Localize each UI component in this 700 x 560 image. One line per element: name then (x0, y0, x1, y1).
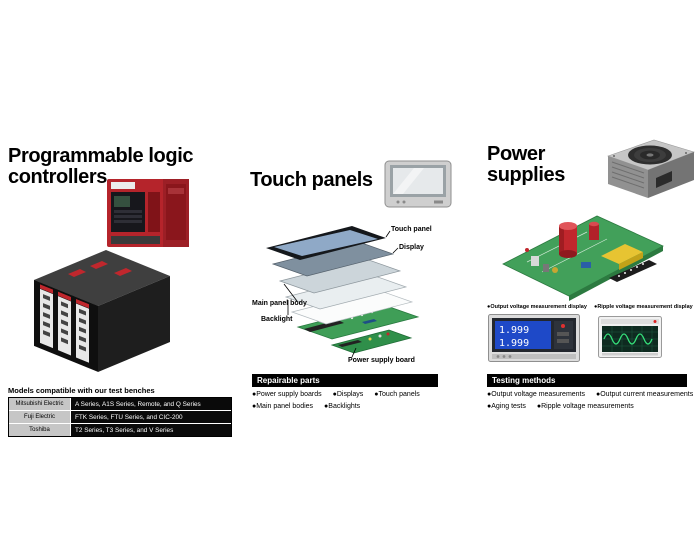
power-supply-photo (604, 136, 696, 202)
touch-title: Touch panels (250, 169, 373, 191)
touch-exploded-layers-illustration (266, 226, 420, 358)
series-cell: T2 Series, T3 Series, and V Series (71, 424, 231, 436)
plc-isometric-illustration (34, 250, 170, 372)
series-cell: FTK Series, FTU Series, and CIC-200 (71, 411, 231, 423)
touch-panel-device-illustration (384, 160, 452, 208)
power-title: Power supplies (487, 143, 565, 186)
oscilloscope-illustration (598, 316, 662, 358)
vendor-cell: Mitsubishi Electric (9, 398, 71, 410)
meter-reading-1: 1.999 (499, 325, 529, 336)
testing-item: ●Aging tests (487, 403, 526, 410)
plc-compat-table: Mitsubishi Electric A Series, A1S Series… (8, 397, 232, 437)
repairable-item: ●Backlights (324, 403, 361, 410)
label-touch-panel: Touch panel (391, 226, 432, 233)
testing-methods-row1: ●Output voltage measurements ●Output cur… (487, 391, 693, 398)
table-row: Toshiba T2 Series, T3 Series, and V Seri… (9, 424, 231, 436)
output-voltage-display-image: 1.999 1.999 (488, 314, 580, 362)
vendor-cell: Toshiba (9, 424, 71, 436)
label-backlight: Backlight (261, 316, 293, 323)
voltage-meter-illustration: 1.999 1.999 (488, 314, 580, 362)
plc-controller-illustration (107, 179, 189, 247)
plc-title: Programmable logic controllers (8, 145, 194, 188)
testing-methods-header: Testing methods (487, 374, 687, 387)
label-main-panel-body: Main panel body (252, 300, 307, 307)
repairable-item: ●Power supply boards (252, 391, 322, 398)
repairable-parts-header: Repairable parts (252, 374, 438, 387)
power-circuit-board-image (497, 204, 669, 304)
vendor-cell: Fuji Electric (9, 411, 71, 423)
plc-isometric-image (28, 238, 176, 378)
output-voltage-caption: ●Output voltage measurement display (487, 304, 587, 310)
table-row: Mitsubishi Electric A Series, A1S Series… (9, 398, 231, 411)
touch-exploded-diagram: Touch panel Display Main panel body Back… (252, 226, 452, 376)
testing-item: ●Output voltage measurements (487, 391, 585, 398)
plc-controller-image (106, 176, 190, 250)
repairable-item: ●Displays (332, 391, 364, 398)
repairable-item: ●Touch panels (374, 391, 420, 398)
ripple-voltage-caption: ●Ripple voltage measurement display (594, 304, 693, 310)
series-cell: A Series, A1S Series, Remote, and Q Seri… (71, 398, 231, 410)
table-row: Fuji Electric FTK Series, FTU Series, an… (9, 411, 231, 424)
touch-panel-photo (384, 160, 452, 210)
repairable-item: ●Main panel bodies (252, 403, 314, 410)
repairable-parts-row1: ●Power supply boards ●Displays ●Touch pa… (252, 391, 420, 398)
label-power-supply-board: Power supply board (348, 357, 415, 364)
label-display: Display (399, 244, 424, 251)
power-circuit-board-illustration (502, 215, 664, 301)
testing-item: ●Output current measurements (596, 391, 694, 398)
repairable-parts-row2: ●Main panel bodies ●Backlights (252, 403, 360, 410)
meter-reading-2: 1.999 (499, 338, 529, 349)
ripple-voltage-display-image (598, 316, 662, 358)
plc-compat-heading: Models compatible with our test benches (8, 386, 155, 395)
power-supply-unit-illustration (607, 139, 695, 198)
testing-item: ●Ripple voltage measurements (536, 403, 634, 410)
testing-methods-row2: ●Aging tests ●Ripple voltage measurement… (487, 403, 634, 410)
